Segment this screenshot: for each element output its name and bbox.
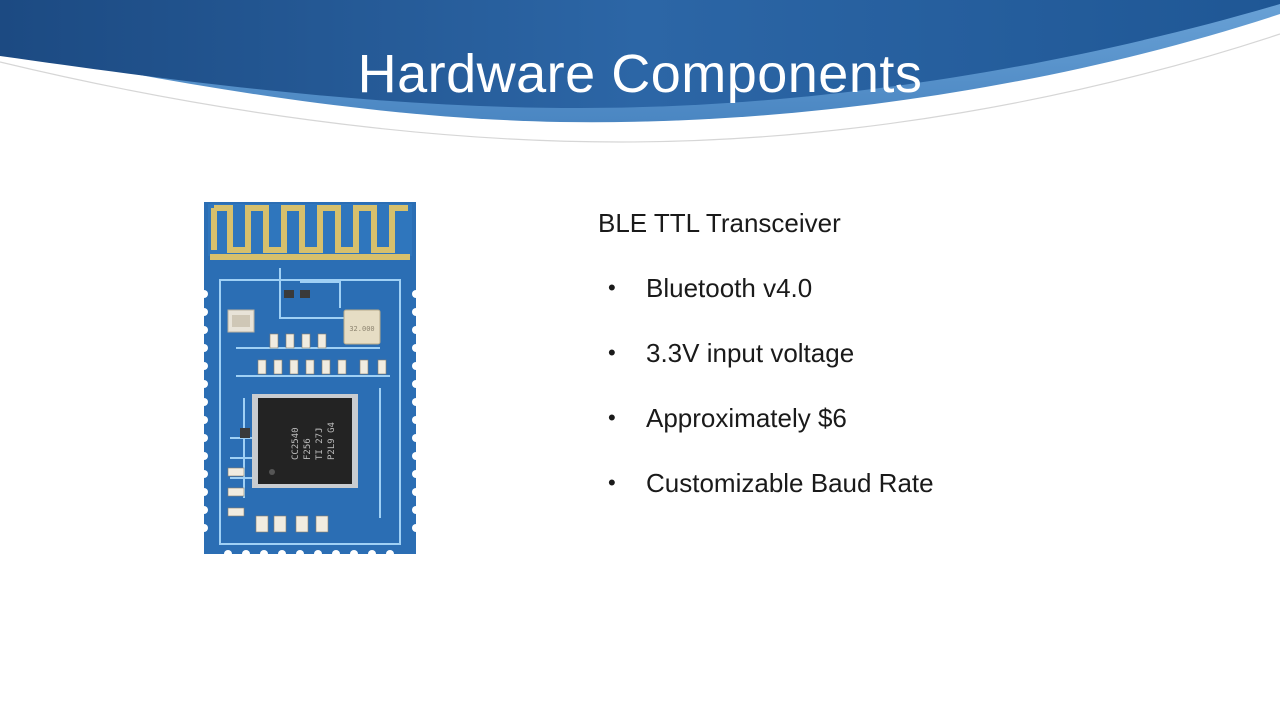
bullet-icon: •	[608, 340, 616, 365]
bullet-text: Approximately $6	[646, 403, 847, 433]
bullet-item: • Customizable Baud Rate	[598, 465, 1238, 501]
bullet-item: • 3.3V input voltage	[598, 335, 1238, 371]
chip-marking-line-3: TI 27J	[315, 427, 325, 460]
bluetooth-module-image: 32.000 CC2540 F256	[200, 202, 420, 558]
content-panel: BLE TTL Transceiver • Bluetooth v4.0 • 3…	[598, 205, 1238, 530]
bullet-text: Customizable Baud Rate	[646, 468, 934, 498]
component-heading: BLE TTL Transceiver	[598, 208, 841, 238]
header-banner	[0, 0, 1280, 143]
cc2540-chip: CC2540 F256 TI 27J P2L9 G4	[252, 394, 358, 488]
svg-text:CC2540: CC2540	[291, 427, 301, 460]
chip-marking-line-4: P2L9 G4	[327, 422, 337, 460]
bullet-item: • Approximately $6	[598, 400, 1238, 436]
bullet-text: Bluetooth v4.0	[646, 273, 813, 303]
bullet-item: • Bluetooth v4.0	[598, 270, 1238, 306]
bullet-icon: •	[608, 405, 616, 430]
svg-text:F256: F256	[303, 438, 313, 460]
crystal-marking: 32.000	[349, 325, 374, 333]
chip-marking-line-1: CC2540	[291, 427, 301, 460]
bullet-text: 3.3V input voltage	[646, 338, 855, 368]
svg-text:P2L9 G4: P2L9 G4	[327, 422, 337, 460]
slide-title: Hardware Components	[357, 44, 923, 104]
bullet-list: • Bluetooth v4.0 • 3.3V input voltage • …	[598, 270, 1238, 501]
svg-text:TI 27J: TI 27J	[315, 427, 325, 460]
bullet-icon: •	[608, 275, 616, 300]
bullet-icon: •	[608, 470, 616, 495]
chip-marking-line-2: F256	[303, 438, 313, 460]
